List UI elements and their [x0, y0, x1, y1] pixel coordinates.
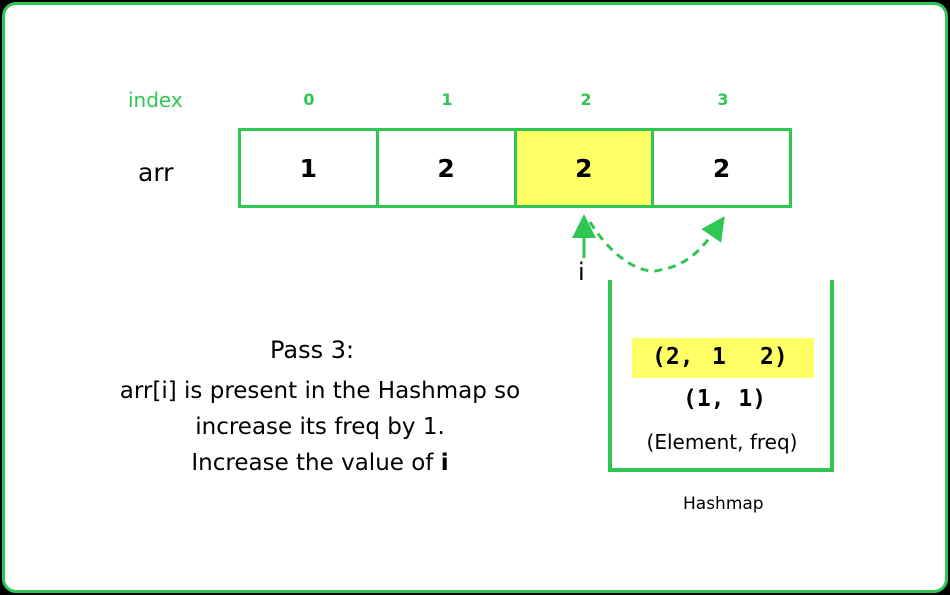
index-label: index — [128, 88, 183, 112]
hashmap-entry-1-new-freq: 2) — [760, 344, 788, 370]
description-line-3-text: Increase the value of — [191, 450, 441, 476]
index-3: 3 — [717, 90, 729, 109]
arr-label: arr — [138, 158, 174, 187]
array-cell-2: 2 — [516, 131, 655, 205]
hashmap-entry-1-old-freq: 1 — [712, 344, 726, 370]
hashmap-entry-caption: (Element, freq) — [646, 430, 798, 454]
index-0: 0 — [303, 90, 315, 109]
pointer-i-label: i — [578, 258, 585, 286]
description-var-i: i — [440, 450, 449, 476]
description-line-2: increase its freq by 1. — [195, 414, 445, 440]
array-cell-1: 2 — [379, 131, 517, 205]
hashmap-entry-highlight — [632, 338, 814, 378]
index-2: 2 — [580, 90, 592, 109]
description-line-3: Increase the value of i — [100, 450, 540, 476]
array-cell-0: 1 — [241, 131, 379, 205]
pass-title: Pass 3: — [270, 336, 355, 364]
hashmap-label: Hashmap — [683, 494, 764, 514]
array-cell-3: 2 — [712, 153, 731, 183]
description-line-1: arr[i] is present in the Hashmap so — [119, 378, 521, 404]
array-cells: 1 2 2 2 — [238, 128, 792, 208]
index-1: 1 — [441, 90, 453, 109]
hashmap-entry-1-key: (2, — [652, 344, 694, 370]
hashmap-entry-2: (1, 1) — [683, 386, 767, 412]
hashmap-bucket — [608, 280, 834, 472]
